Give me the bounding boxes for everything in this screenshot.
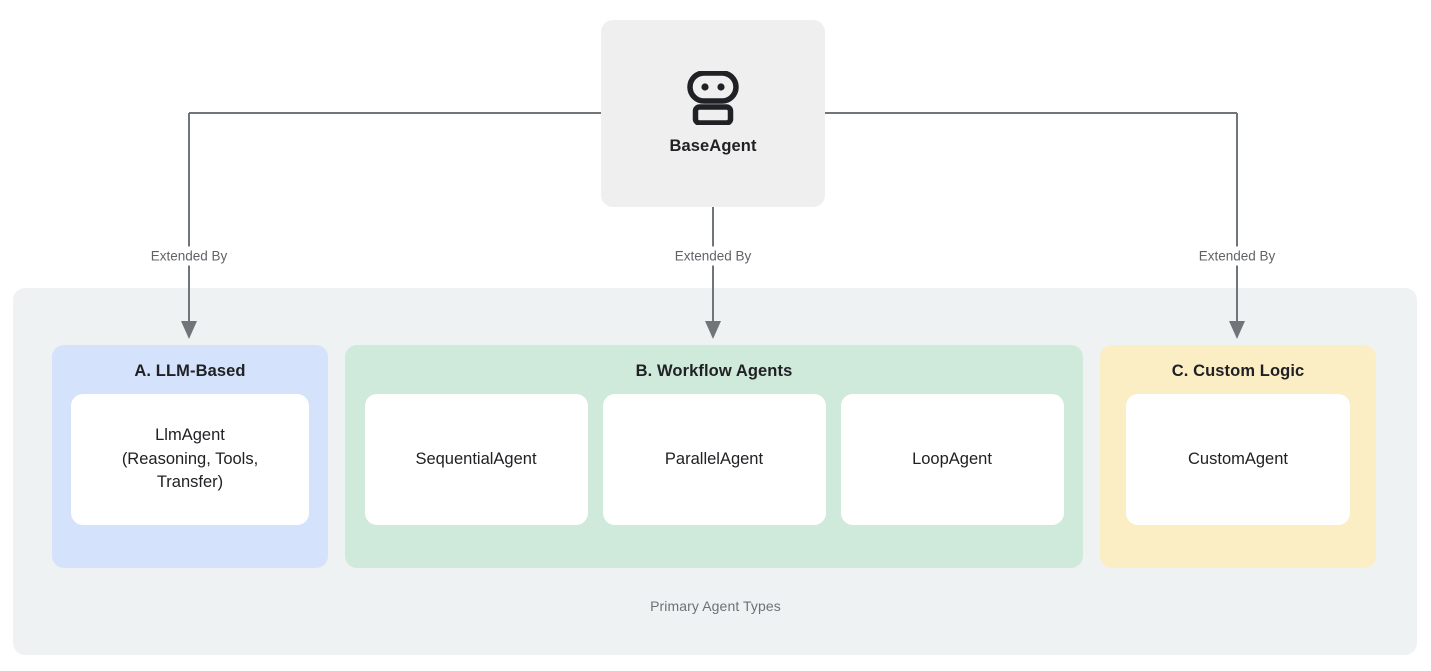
- edge-label-left: Extended By: [143, 246, 235, 266]
- panel-caption: Primary Agent Types: [650, 598, 781, 614]
- agent-card-customagent[interactable]: CustomAgent: [1126, 394, 1350, 525]
- base-agent-node[interactable]: BaseAgent: [601, 20, 825, 207]
- group-workflow-agents[interactable]: B. Workflow Agents SequentialAgent Paral…: [345, 345, 1083, 568]
- agent-card-sequentialagent[interactable]: SequentialAgent: [364, 394, 588, 525]
- arrowhead-left: [181, 321, 197, 339]
- group-workflow-agents-cards: SequentialAgent ParallelAgent LoopAgent: [345, 394, 1083, 525]
- group-llm-based-title: A. LLM-Based: [134, 362, 246, 380]
- group-custom-logic-cards: CustomAgent: [1100, 394, 1376, 525]
- group-workflow-agents-title: B. Workflow Agents: [635, 362, 793, 380]
- group-custom-logic[interactable]: C. Custom Logic CustomAgent: [1100, 345, 1376, 568]
- arrowhead-center: [705, 321, 721, 339]
- base-agent-label: BaseAgent: [669, 137, 757, 155]
- agent-card-llmagent[interactable]: LlmAgent(Reasoning, Tools,Transfer): [71, 394, 309, 525]
- group-llm-based[interactable]: A. LLM-Based LlmAgent(Reasoning, Tools,T…: [52, 345, 328, 568]
- group-custom-logic-title: C. Custom Logic: [1171, 362, 1305, 380]
- edge-label-center: Extended By: [667, 246, 759, 266]
- agent-card-parallelagent[interactable]: ParallelAgent: [602, 394, 826, 525]
- edge-label-right: Extended By: [1191, 246, 1283, 266]
- robot-icon: [687, 71, 739, 125]
- agent-card-loopagent[interactable]: LoopAgent: [840, 394, 1064, 525]
- group-llm-based-cards: LlmAgent(Reasoning, Tools,Transfer): [52, 394, 328, 525]
- arrowhead-right: [1229, 321, 1245, 339]
